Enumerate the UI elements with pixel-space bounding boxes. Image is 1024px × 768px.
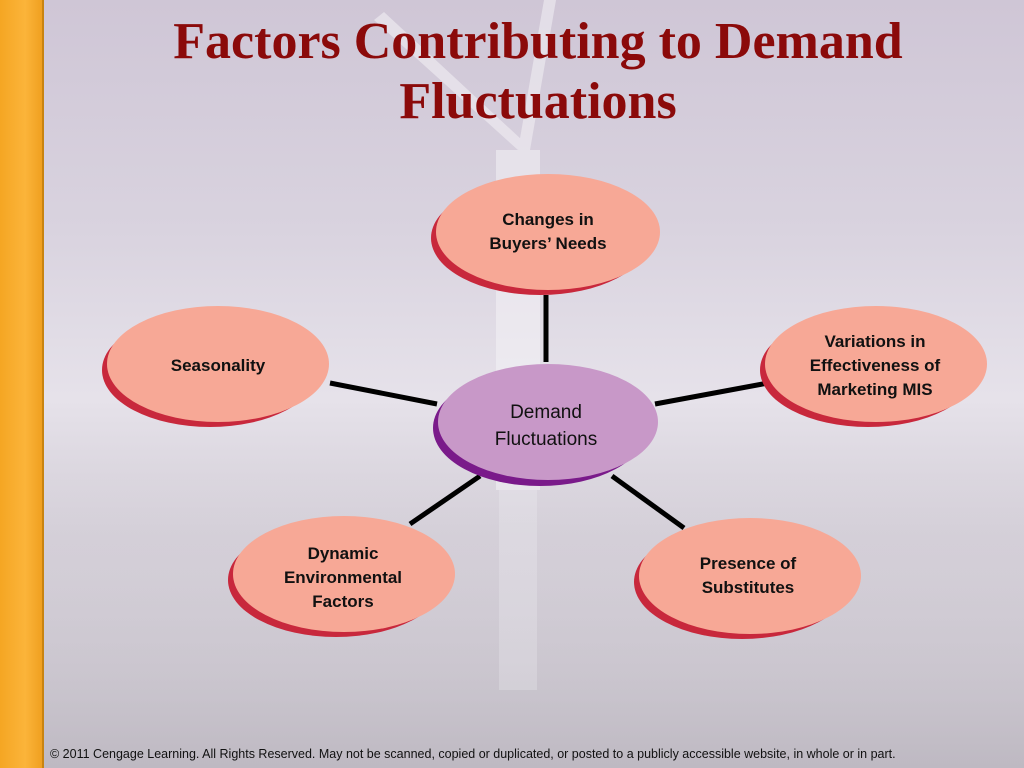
center-node-shape [433,364,658,486]
node-label-line: Seasonality [170,356,266,375]
node-variations-in-effectiveness-shape [760,306,987,427]
accent-bar [0,0,44,768]
node-label-line: Environmental [283,568,403,587]
node-label-line: Substitutes [701,578,795,597]
slide-title: Factors Contributing to Demand Fluctuati… [60,12,1016,132]
connector-right-lower [610,473,686,531]
center-label-line: Demand [510,402,582,423]
connector-left-lower [408,473,482,527]
node-label-line: Presence of [699,554,797,573]
node-presence-of-substitutes: Presence of Substitutes [648,550,848,602]
node-label-line: Changes in [502,210,594,229]
connector-left-upper [329,380,438,407]
node-label-line: Buyers’ Needs [489,234,607,253]
center-node-demand-fluctuations: Demand Fluctuations [446,396,646,456]
center-label-line: Fluctuations [494,429,598,450]
node-changes-in-buyers-needs: Changes in Buyers’ Needs [448,204,648,260]
slide-title-line-2: Fluctuations [399,73,677,130]
node-dynamic-environmental-factors: Dynamic Environmental Factors [243,542,443,614]
node-label-line: Effectiveness of [809,356,941,375]
node-label-line: Dynamic [307,544,379,563]
node-seasonality-shape [102,306,329,427]
node-variations-in-effectiveness: Variations in Effectiveness of Marketing… [775,330,975,402]
connector-right-upper [654,380,769,407]
node-presence-of-substitutes-shape [634,518,861,639]
copyright-footer: © 2011 Cengage Learning. All Rights Rese… [50,747,896,761]
node-changes-in-buyers-needs-shape [431,174,660,295]
node-label-line: Marketing MIS [817,380,933,399]
slide-title-line-1: Factors Contributing to Demand [173,13,903,70]
node-dynamic-environmental-factors-shape [228,516,455,637]
connectors [329,295,769,531]
node-seasonality: Seasonality [118,352,318,380]
node-label-line: Variations in [824,332,926,351]
node-label-line: Factors [312,592,374,611]
